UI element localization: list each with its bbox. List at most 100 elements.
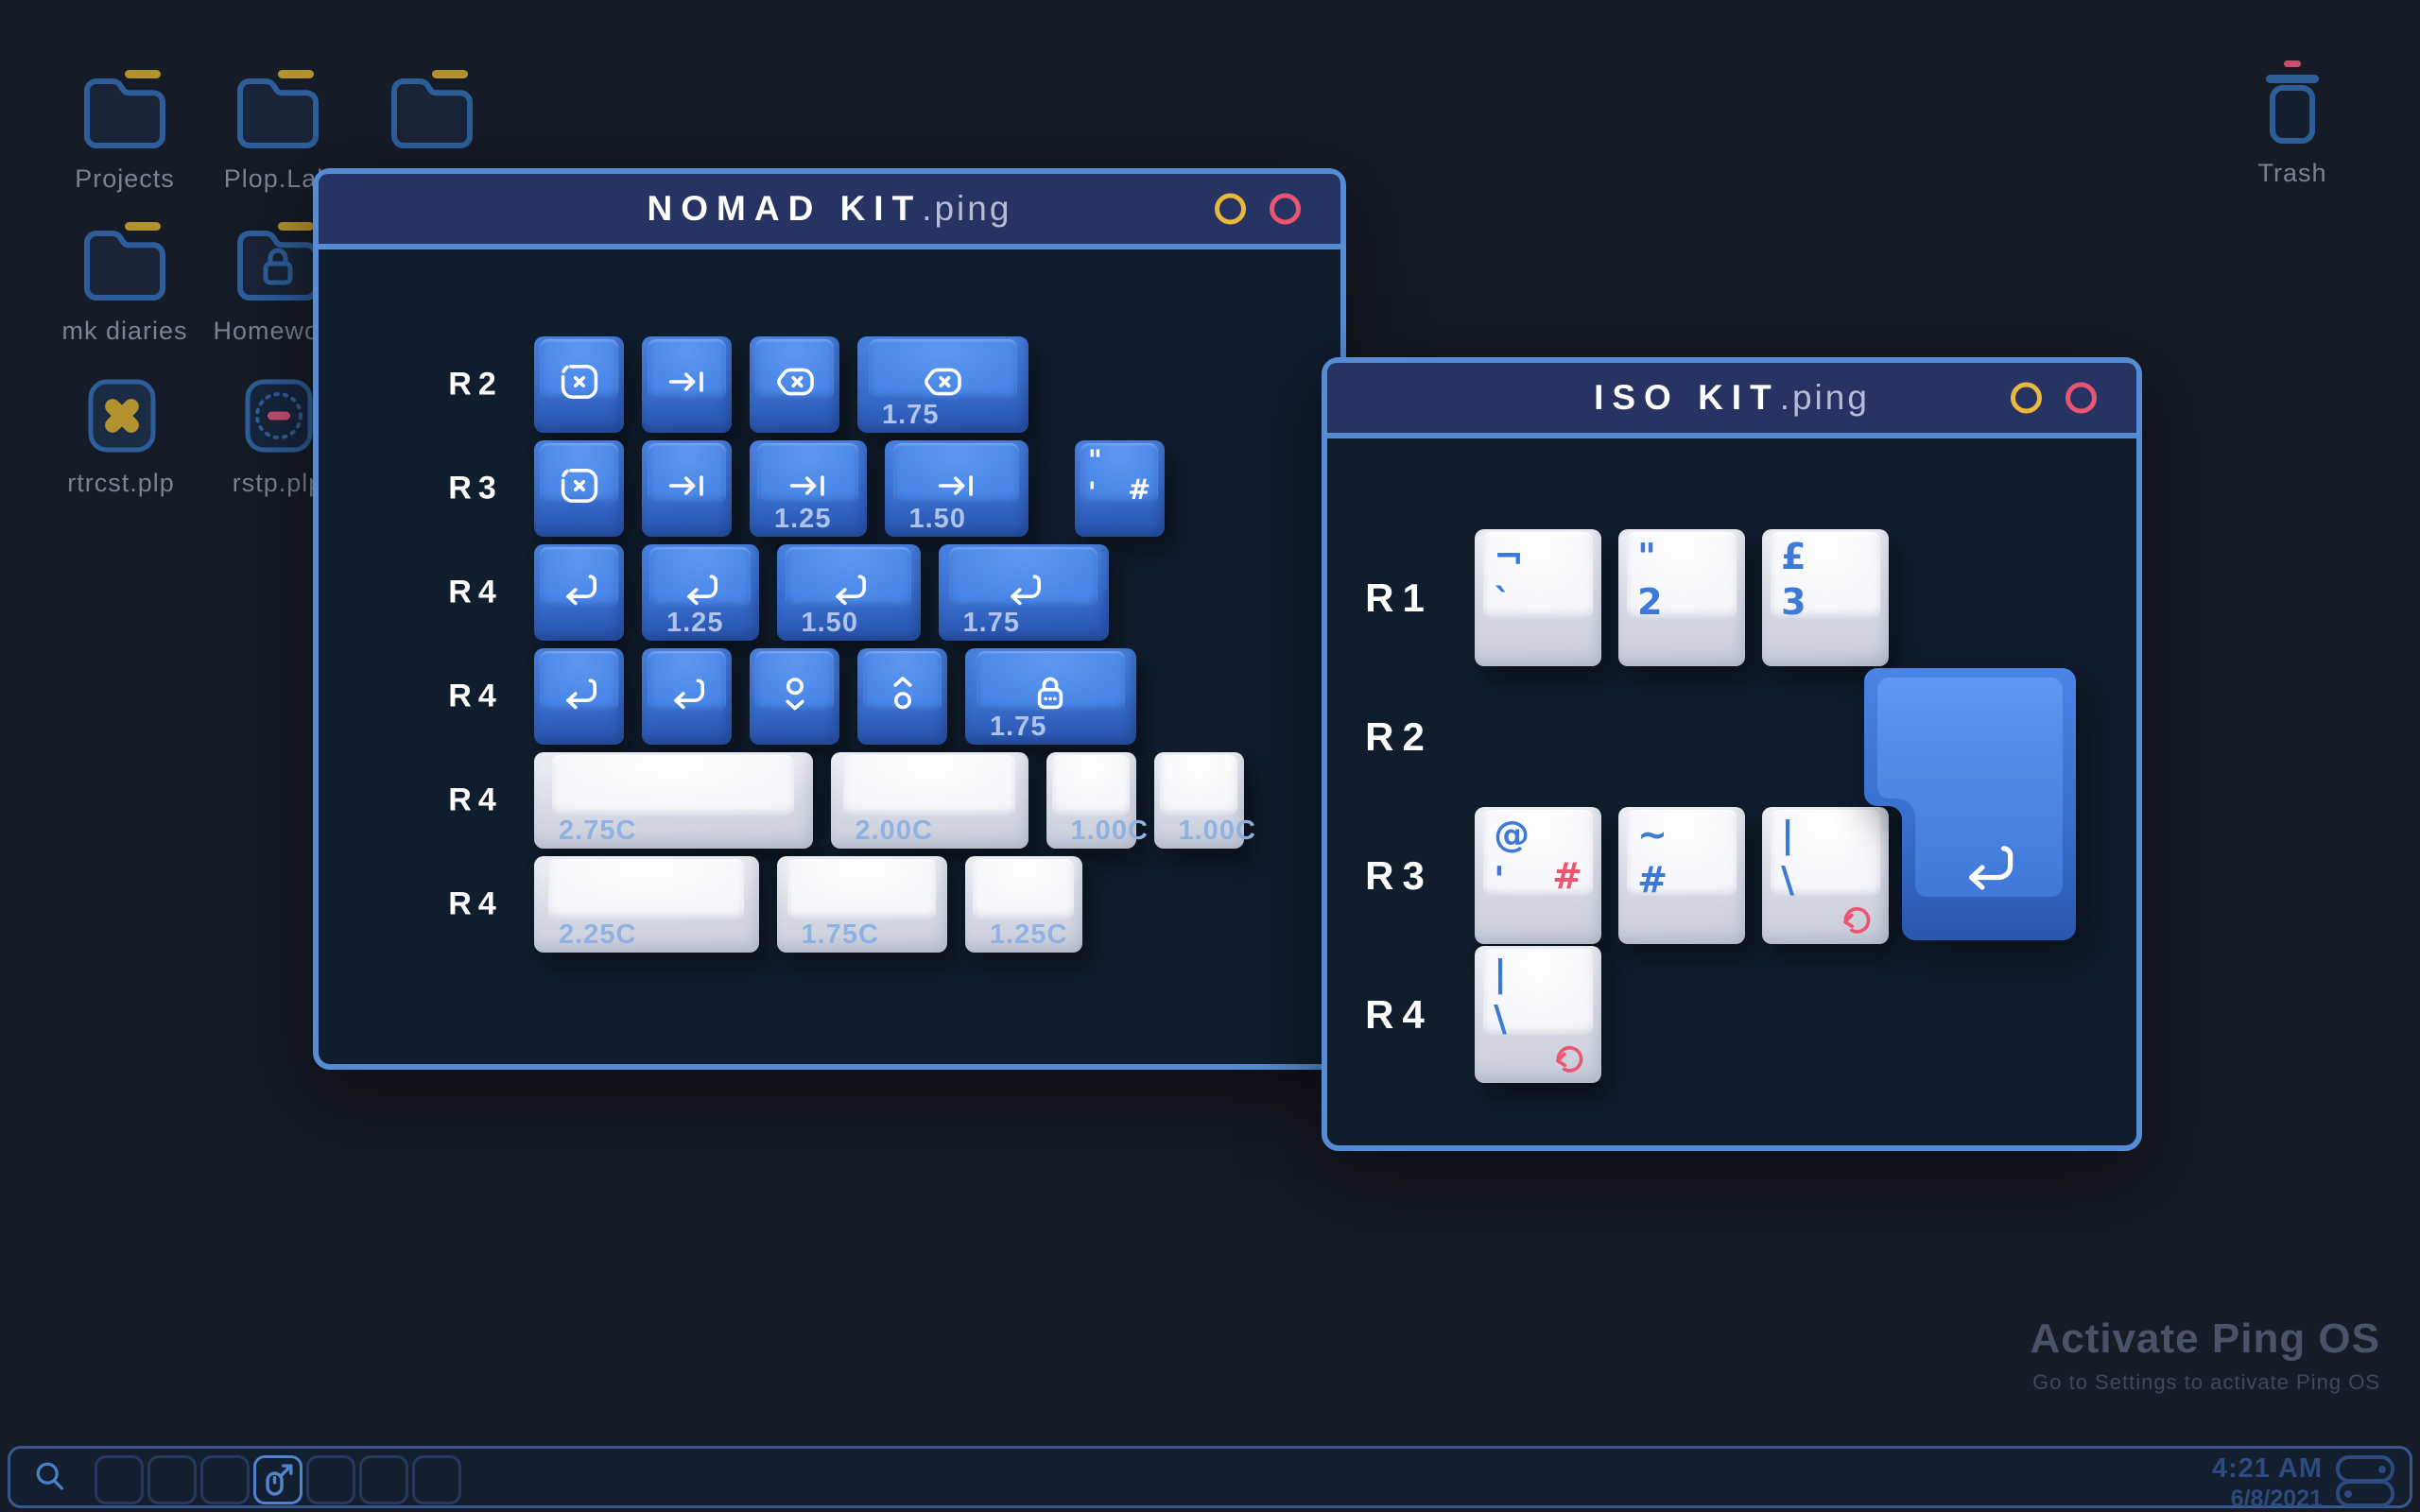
keycap-lock: 1.75 bbox=[965, 648, 1136, 745]
toggle-on[interactable] bbox=[2336, 1455, 2394, 1483]
desktop-icon-trash[interactable]: Trash bbox=[2221, 60, 2363, 188]
minimize-button[interactable] bbox=[1215, 193, 1246, 225]
folder-icon bbox=[207, 68, 349, 153]
keycap-return bbox=[642, 648, 732, 745]
key-legend: # bbox=[1127, 472, 1151, 506]
row-label: R4 bbox=[448, 782, 503, 818]
keycap-: ¬` bbox=[1475, 529, 1601, 666]
key-legend: £ bbox=[1781, 536, 1806, 578]
clock-date: 6/8/2021 bbox=[2230, 1486, 2323, 1512]
lock-icon bbox=[1028, 671, 1073, 716]
key-legend: @ bbox=[1494, 814, 1530, 856]
keycap-esc bbox=[534, 440, 624, 537]
taskbar-slot[interactable] bbox=[200, 1455, 250, 1504]
row-label: R3 bbox=[448, 470, 503, 507]
taskbar: 4:21 AM 6/8/2021 bbox=[8, 1446, 2412, 1512]
key-legend: \ bbox=[1494, 998, 1507, 1040]
key-size-label: 2.25C bbox=[559, 919, 637, 950]
key-size-label: 2.75C bbox=[559, 816, 637, 846]
key-legend: 3 bbox=[1781, 581, 1806, 623]
taskbar-slot[interactable] bbox=[359, 1455, 408, 1504]
keycap-~#: ~# bbox=[1618, 807, 1745, 944]
keycap-blank: 2.75C bbox=[534, 752, 813, 849]
key-size-label: 1.50 bbox=[908, 504, 966, 534]
desktop-icon-plop-lab[interactable]: Plop.Lab bbox=[207, 68, 349, 194]
key-legend: " bbox=[1087, 444, 1102, 477]
key-legend: ' bbox=[1087, 475, 1097, 508]
desktop-icon-label: mk diaries bbox=[61, 317, 188, 345]
folder-lock-icon bbox=[207, 220, 349, 305]
file-x-icon bbox=[50, 372, 192, 457]
key-size-label: 1.75C bbox=[801, 919, 879, 950]
keycap-circleup bbox=[857, 648, 947, 745]
nomad-titlebar[interactable]: NOMAD KIT.ping bbox=[319, 174, 1340, 249]
keycap-return bbox=[534, 544, 624, 641]
iso-window-title: ISO KIT bbox=[1594, 378, 1780, 417]
return-icon bbox=[557, 671, 602, 716]
keycap-tab: 1.25 bbox=[750, 440, 867, 537]
circle-up-icon bbox=[880, 671, 925, 716]
key-legend: ~ bbox=[1637, 814, 1668, 856]
keycap-blank: 2.25C bbox=[534, 856, 759, 953]
keycap-|\: |\ bbox=[1475, 946, 1601, 1083]
desktop-icon-projects[interactable]: Projects bbox=[54, 68, 196, 194]
desktop-icon-rstp-plp[interactable]: rstp.plp bbox=[207, 372, 349, 498]
nomad-window-title: NOMAD KIT bbox=[647, 189, 923, 228]
keycap-backspace: 1.75 bbox=[857, 336, 1028, 433]
search-icon[interactable] bbox=[33, 1460, 69, 1496]
taskbar-slot[interactable] bbox=[95, 1455, 144, 1504]
taskbar-slot[interactable] bbox=[412, 1455, 461, 1504]
keycap-esc bbox=[534, 336, 624, 433]
iso-titlebar[interactable]: ISO KIT.ping bbox=[1327, 363, 2136, 438]
toggle-off[interactable] bbox=[2336, 1480, 2394, 1507]
row-label: R4 bbox=[1365, 991, 1433, 1037]
desktop-icon-mk-diaries[interactable]: mk diaries bbox=[54, 220, 196, 346]
keycap-return: 1.50 bbox=[776, 544, 921, 641]
tab-icon bbox=[786, 463, 831, 508]
keycap-blank: 1.00C bbox=[1046, 752, 1148, 849]
key-size-label: 1.50 bbox=[801, 608, 858, 638]
return-icon bbox=[826, 567, 872, 612]
return-icon bbox=[665, 671, 710, 716]
taskbar-slot-active[interactable] bbox=[253, 1455, 302, 1504]
row-label: R4 bbox=[448, 574, 503, 610]
close-button[interactable] bbox=[2066, 382, 2097, 414]
keycap-blank: 1.25C bbox=[965, 856, 1082, 953]
key-size-label: 1.75 bbox=[990, 712, 1047, 742]
key-legend: ¬ bbox=[1494, 536, 1524, 578]
key-legend: # bbox=[1552, 854, 1582, 897]
row-label: R3 bbox=[1365, 852, 1433, 898]
keycap-return: 1.75 bbox=[938, 544, 1109, 641]
key-size-label: 1.25 bbox=[774, 504, 832, 534]
keycap-3: £3 bbox=[1762, 529, 1889, 666]
key-legend: ` bbox=[1494, 581, 1512, 623]
row-label: R4 bbox=[448, 678, 503, 714]
keycap-|\: |\ bbox=[1762, 807, 1889, 944]
key-legend: " bbox=[1637, 536, 1656, 578]
key-size-label: 2.00C bbox=[855, 816, 933, 846]
desktop-icon-rtrcst-plp[interactable]: rtrcst.plp bbox=[50, 372, 192, 498]
taskbar-slot[interactable] bbox=[306, 1455, 355, 1504]
key-legend: # bbox=[1637, 859, 1668, 901]
keycap-tab bbox=[642, 440, 732, 537]
key-legend: \ bbox=[1781, 859, 1794, 901]
key-size-label: 1.75 bbox=[882, 400, 940, 430]
key-size-label: 1.75 bbox=[962, 608, 1020, 638]
close-button[interactable] bbox=[1270, 193, 1301, 225]
keycap-@'#: @'# bbox=[1475, 807, 1601, 944]
tab-icon bbox=[665, 359, 710, 404]
return-icon bbox=[557, 567, 602, 612]
key-legend: 2 bbox=[1637, 581, 1663, 623]
row-label: R2 bbox=[1365, 713, 1433, 759]
keycap-tab: 1.50 bbox=[884, 440, 1028, 537]
activate-title: Activate Ping OS bbox=[2030, 1315, 2380, 1362]
return-icon bbox=[678, 567, 723, 612]
desktop-icon-label: rstp.plp bbox=[232, 469, 324, 497]
minimize-button[interactable] bbox=[2011, 382, 2042, 414]
keycap-blank: 2.00C bbox=[830, 752, 1028, 849]
keycap-blank: 1.75C bbox=[776, 856, 947, 953]
taskbar-slot[interactable] bbox=[147, 1455, 197, 1504]
key-legend: | bbox=[1494, 953, 1507, 995]
undo-icon bbox=[1547, 1033, 1591, 1076]
